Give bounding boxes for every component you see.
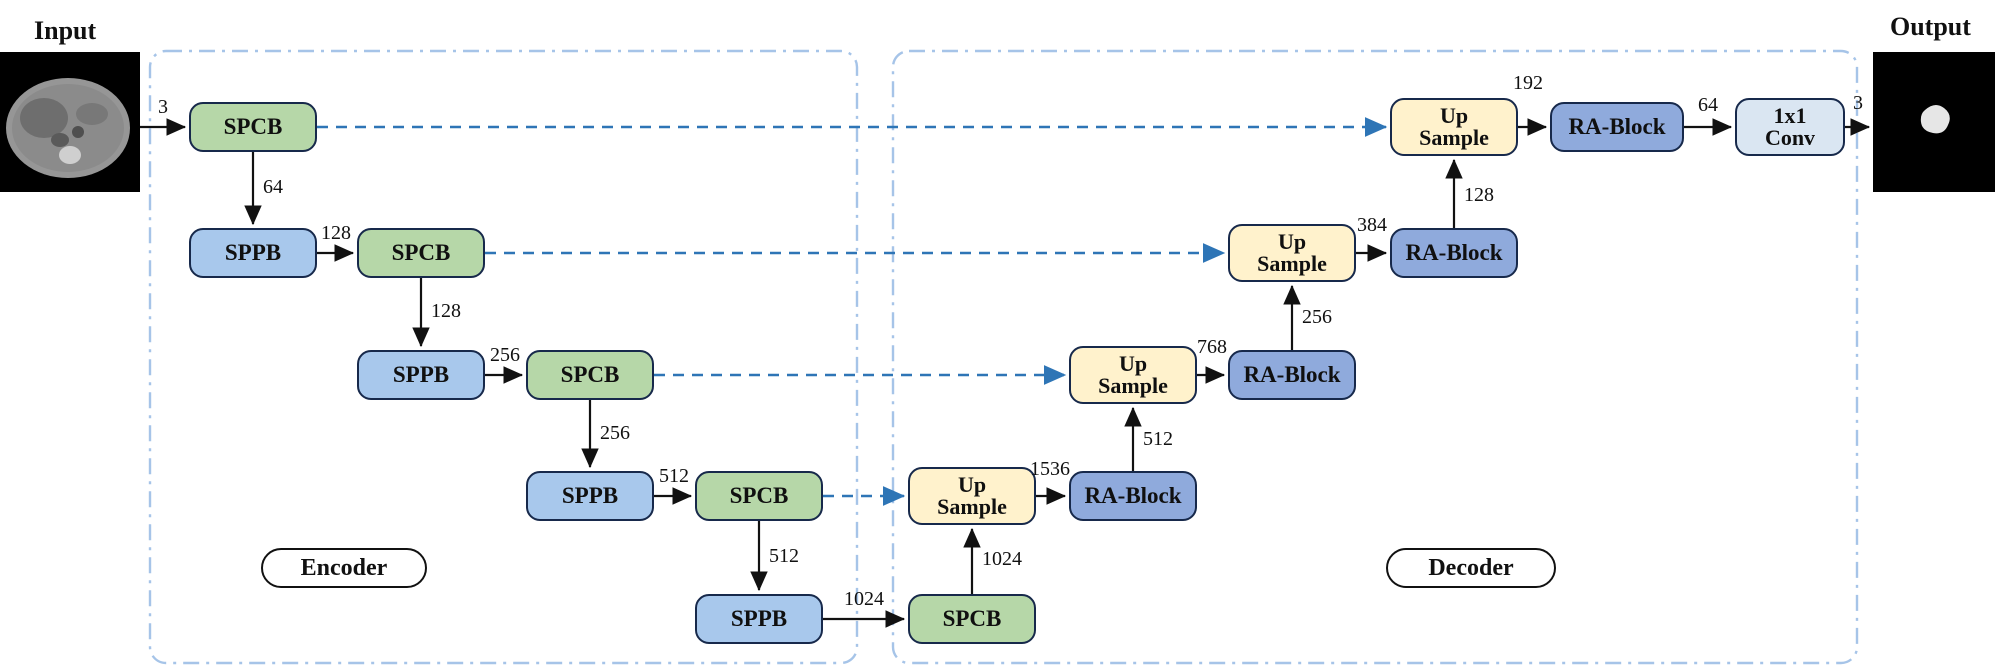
upsample-block-4: Up Sample (908, 467, 1036, 525)
encoder-oval: Encoder (261, 548, 427, 588)
upsample-block-4-line2: Sample (937, 494, 1007, 519)
sppb-block-1-label: SPPB (224, 240, 282, 266)
ra-block-1-label: RA-Block (1568, 114, 1666, 140)
edge-label-up3-ra3: 768 (1197, 336, 1227, 358)
edge-label-sppb1-spcb2: 128 (321, 222, 351, 244)
spcb-block-3-label: SPCB (560, 362, 620, 388)
edge-label-up4-ra4: 1536 (1030, 458, 1070, 480)
spcb-block-2-label: SPCB (391, 240, 451, 266)
input-image (0, 52, 140, 192)
edge-label-spcb2-sppb2: 128 (431, 300, 461, 322)
sppb-block-4: SPPB (695, 594, 823, 644)
decoder-oval: Decoder (1386, 548, 1556, 588)
spcb-block-bottleneck: SPCB (908, 594, 1036, 644)
sppb-block-1: SPPB (189, 228, 317, 278)
edge-label-spcb4-sppb4: 512 (769, 545, 799, 567)
spcb-block-4-label: SPCB (729, 483, 789, 509)
conv-1x1-line2: Conv (1764, 125, 1816, 150)
ra-block-4: RA-Block (1069, 471, 1197, 521)
input-label: Input (34, 16, 97, 45)
skip-connections (317, 117, 1388, 506)
decoder-region (891, 49, 1859, 665)
edge-label-input: 3 (158, 96, 168, 118)
spcb-block-1: SPCB (189, 102, 317, 152)
output-image (1873, 52, 1995, 192)
edge-label-spcb5-up4: 1024 (982, 548, 1022, 570)
upsample-block-2-line1: Up (1277, 228, 1307, 254)
spcb-block-bottleneck-label: SPCB (942, 606, 1002, 632)
upsample-block-1-line1: Up (1439, 102, 1469, 128)
upsample-block-3: Up Sample (1069, 346, 1197, 404)
encoder-oval-label: Encoder (300, 554, 388, 581)
ra-block-2: RA-Block (1390, 228, 1518, 278)
sppb-block-2-label: SPPB (392, 362, 450, 388)
upsample-block-3-line1: Up (1118, 350, 1148, 376)
ra-block-3: RA-Block (1228, 350, 1356, 400)
upsample-block-2: Up Sample (1228, 224, 1356, 282)
upsample-block-3-line2: Sample (1098, 373, 1168, 398)
spcb-block-3: SPCB (526, 350, 654, 400)
output-label: Output (1890, 12, 1971, 41)
conv-1x1-line1: 1x1 (1773, 102, 1807, 128)
edge-label-sppb4-spcb5: 1024 (844, 588, 884, 610)
spcb-block-1-label: SPCB (223, 114, 283, 140)
decoder-oval-label: Decoder (1428, 554, 1514, 581)
ra-block-2-label: RA-Block (1405, 240, 1503, 266)
encoder-region (148, 49, 859, 665)
edge-label-sppb3-spcb4: 512 (659, 465, 689, 487)
upsample-block-1-line2: Sample (1419, 125, 1489, 150)
spcb-block-2: SPCB (357, 228, 485, 278)
upsample-block-4-line1: Up (957, 471, 987, 497)
ra-block-4-label: RA-Block (1084, 483, 1182, 509)
edge-label-output: 3 (1853, 92, 1863, 114)
edge-label-ra3-up2: 256 (1302, 306, 1332, 328)
flow-arrows (140, 118, 1871, 628)
upsample-block-2-line2: Sample (1257, 251, 1327, 276)
edge-label-spcb3-sppb3: 256 (600, 422, 630, 444)
edge-label-spcb1-sppb1: 64 (263, 176, 283, 198)
edge-label-up1-ra1: 192 (1513, 72, 1543, 94)
sppb-block-4-label: SPPB (730, 606, 788, 632)
upsample-block-1: Up Sample (1390, 98, 1518, 156)
edge-label-ra1-conv: 64 (1698, 94, 1718, 116)
edge-label-ra4-up3: 512 (1143, 428, 1173, 450)
edge-label-up2-ra2: 384 (1357, 214, 1387, 236)
spcb-block-4: SPCB (695, 471, 823, 521)
conv-1x1-block: 1x1 Conv (1735, 98, 1845, 156)
sppb-block-3-label: SPPB (561, 483, 619, 509)
ra-block-3-label: RA-Block (1243, 362, 1341, 388)
sppb-block-3: SPPB (526, 471, 654, 521)
edge-label-sppb2-spcb3: 256 (490, 344, 520, 366)
sppb-block-2: SPPB (357, 350, 485, 400)
ra-block-1: RA-Block (1550, 102, 1684, 152)
edge-label-ra2-up1: 128 (1464, 184, 1494, 206)
